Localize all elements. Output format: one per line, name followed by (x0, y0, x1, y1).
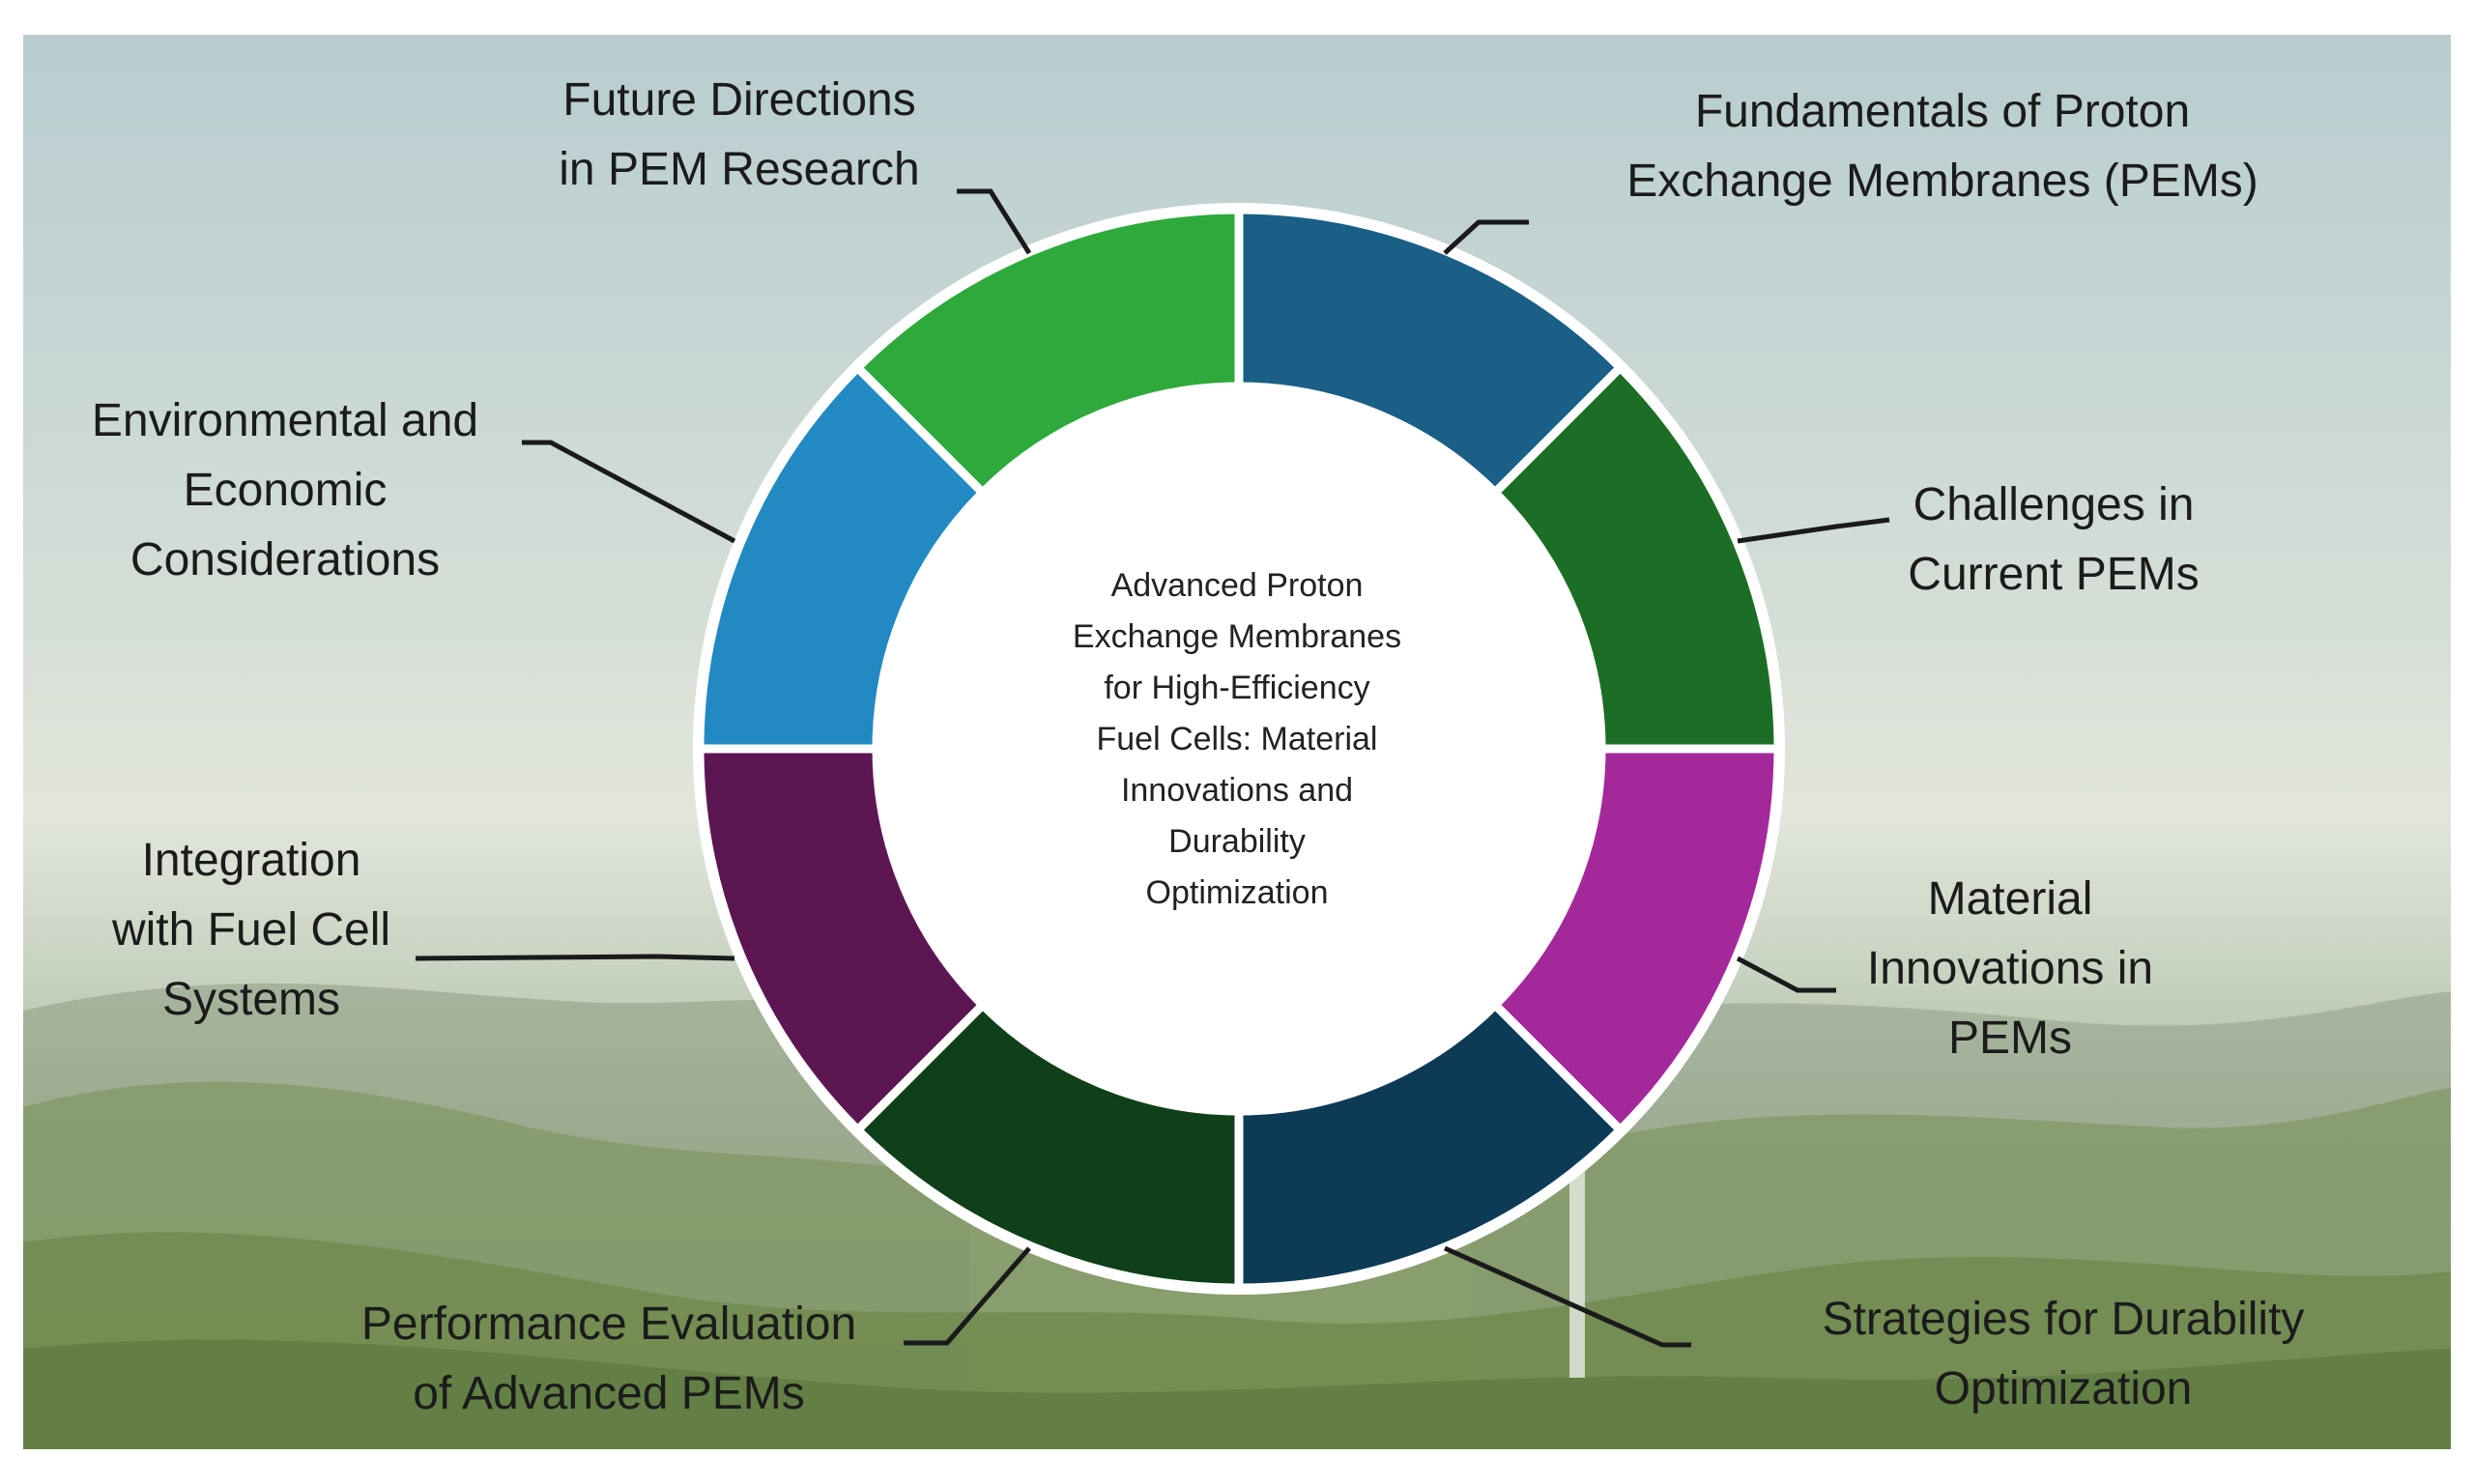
label-material: Material Innovations in PEMs (1866, 873, 2154, 1064)
leader-durability (1443, 1245, 1691, 1348)
leader-performance (904, 1246, 1031, 1346)
segment-future (851, 205, 1244, 499)
leader-fundamentals (1443, 219, 1529, 255)
label-future: Future Directions in PEM Research (559, 74, 920, 195)
center-title: Advanced Proton Exchange Membranes for H… (1072, 567, 1402, 911)
label-durability: Strategies for Durability Optimization (1822, 1294, 2305, 1414)
label-environmental: Environmental and Economic Consideration… (91, 395, 479, 585)
label-fundamentals: Fundamentals of Proton Exchange Membrane… (1626, 86, 2258, 207)
leader-future (957, 188, 1032, 255)
leader-challenges (1737, 517, 1890, 544)
leader-integration (415, 954, 735, 961)
leader-environmental (522, 440, 736, 544)
label-performance: Performance Evaluation of Advanced PEMs (360, 1298, 857, 1419)
label-integration: Integration with Fuel Cell Systems (111, 835, 391, 1025)
label-challenges: Challenges in Current PEMs (1908, 479, 2200, 600)
leader-material (1736, 956, 1836, 993)
center-circle (880, 390, 1597, 1107)
